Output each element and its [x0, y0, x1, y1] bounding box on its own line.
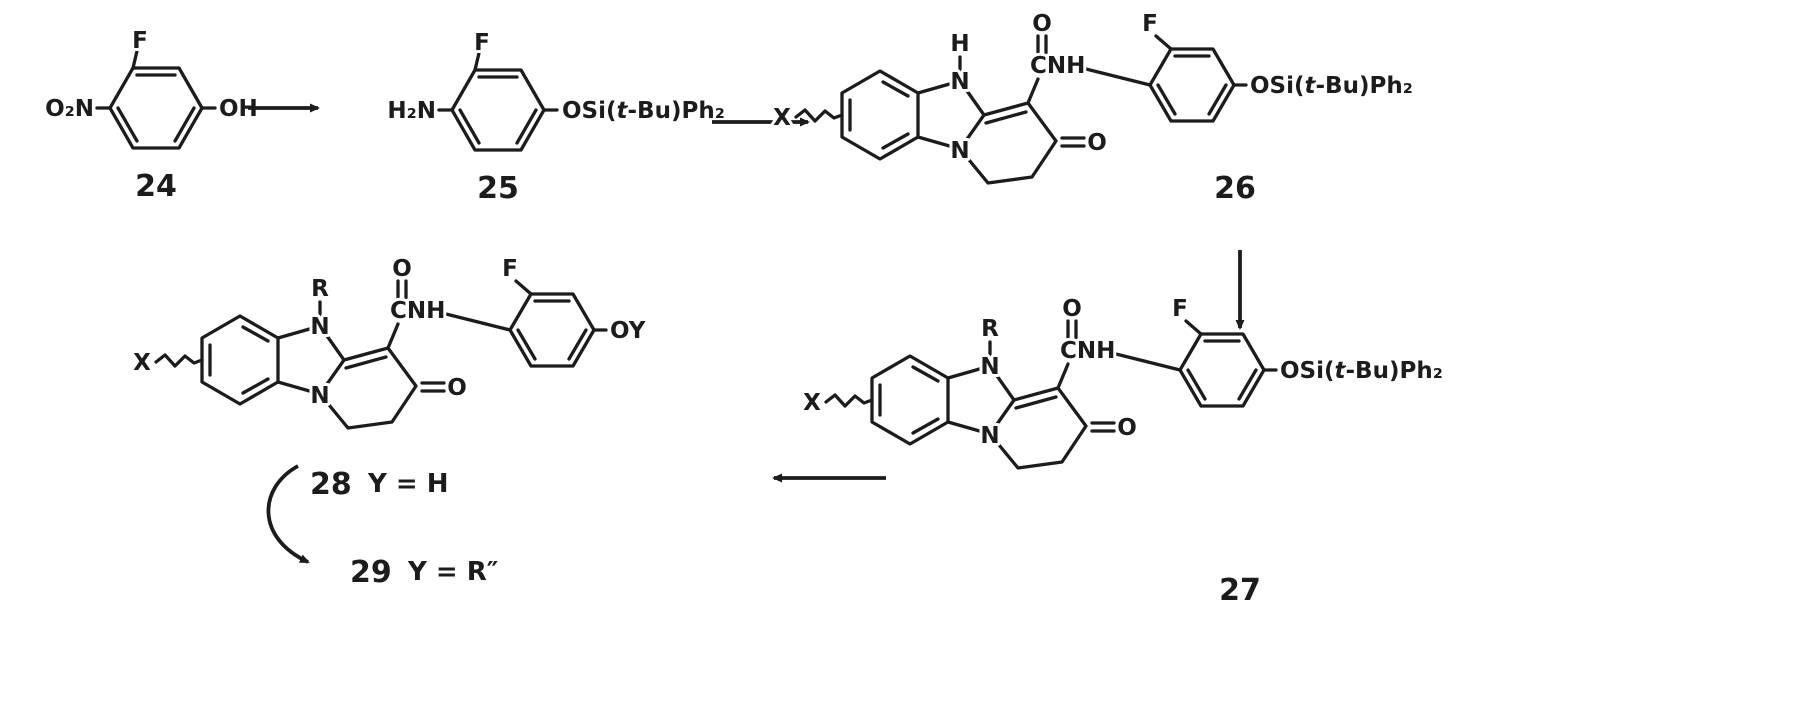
benzene-ring [437, 51, 559, 152]
nitrogen-top-label: N [310, 314, 329, 340]
compound-number-29: 29 [350, 555, 392, 590]
amide-oxygen-label: O [1062, 296, 1082, 322]
curved-arrow-28-to-29 [266, 464, 310, 564]
compound-number-26: 26 [1214, 171, 1256, 206]
amine-label: H₂N [387, 98, 436, 124]
silyl-ether-label: OSi(t-Bu)Ph₂ [562, 98, 725, 124]
tricyclic-skeleton [154, 279, 608, 430]
compound-number-25: 25 [477, 171, 519, 206]
nitrogen-bridgehead-label: N [980, 423, 999, 449]
nitro-group-label: O₂N [45, 96, 94, 122]
fluorine-label: F [474, 30, 490, 56]
assignment-29-y-equals-r: Y = R″ [407, 557, 498, 587]
assignment-28-y-equals-h: Y = H [367, 469, 448, 499]
compound-number-24: 24 [135, 169, 177, 204]
x-substituent-label: X [773, 105, 791, 131]
aryl-fluorine-label: F [1172, 296, 1188, 322]
x-substituent-label: X [133, 350, 151, 376]
tricyclic-skeleton [824, 319, 1278, 470]
aryl-fluorine-label: F [502, 256, 518, 282]
amide-cnh-label: CNH [1060, 338, 1115, 364]
ketone-oxygen-label: O [1117, 415, 1137, 441]
amide-cnh-label: CNH [1030, 53, 1085, 79]
amide-oxygen-label: O [392, 256, 412, 282]
n-r-substituent-label: R [311, 276, 329, 302]
amide-oxygen-label: O [1032, 11, 1052, 37]
ketone-oxygen-label: O [1087, 130, 1107, 156]
amide-cnh-label: CNH [390, 298, 445, 324]
oy-group-label: OY [610, 318, 646, 344]
fluorine-label: F [132, 28, 148, 54]
n-r-substituent-label: R [981, 316, 999, 342]
tricyclic-skeleton [794, 34, 1248, 185]
nitrogen-bridgehead-label: N [310, 383, 329, 409]
compound-27: X R N N CNH O O F OSi(t-Bu)Ph₂ 27 [800, 293, 1446, 611]
compound-25: H₂N F OSi(t-Bu)Ph₂ 25 [384, 27, 727, 209]
compound-number-28: 28 [310, 467, 352, 502]
silyl-ether-label: OSi(t-Bu)Ph₂ [1280, 358, 1443, 384]
benzene-ring [95, 49, 217, 150]
nitrogen-top-label: N [950, 69, 969, 95]
ketone-oxygen-label: O [447, 375, 467, 401]
compound-24: O₂N F OH 24 [42, 25, 261, 207]
n-hydrogen-label: H [950, 31, 969, 57]
x-substituent-label: X [803, 390, 821, 416]
compound-26: X H N N CNH O O F OSi(t-Bu)Ph₂ 26 [770, 8, 1416, 209]
nitrogen-top-label: N [980, 354, 999, 380]
silyl-ether-label: OSi(t-Bu)Ph₂ [1250, 73, 1413, 99]
compound-number-27: 27 [1219, 573, 1261, 608]
aryl-fluorine-label: F [1142, 11, 1158, 37]
nitrogen-bridgehead-label: N [950, 138, 969, 164]
compound-28: X R N N CNH O O F OY 28 Y = H 29 Y = R″ [130, 253, 649, 593]
